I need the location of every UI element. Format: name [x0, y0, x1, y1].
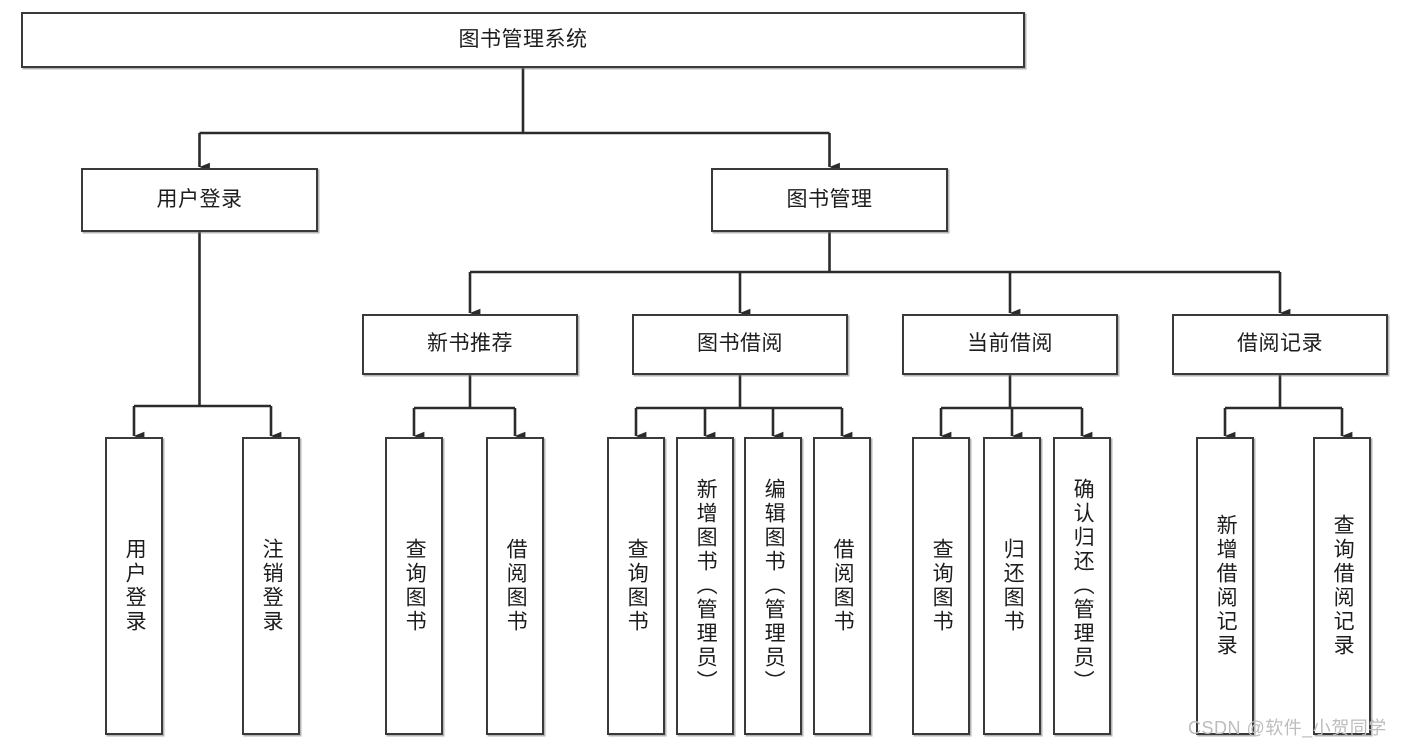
node-leaf-user-login[interactable]: 用户登录 [105, 437, 163, 735]
csdn-watermark: CSDN @软件_小贺同学 [1188, 718, 1387, 738]
node-label-leaf-query-record: 查询借阅记录 [1331, 514, 1355, 658]
node-label-borrow-record: 借阅记录 [1237, 332, 1323, 356]
node-label-leaf-add-book: 新增图书（管理员） [694, 478, 718, 694]
node-label-leaf-user-logout: 注销登录 [260, 538, 284, 634]
node-label-leaf-confirm-return: 确认归还（管理员） [1071, 478, 1095, 694]
node-label-leaf-query-book-2: 查询图书 [625, 538, 649, 634]
node-leaf-query-record[interactable]: 查询借阅记录 [1313, 437, 1371, 735]
node-label-leaf-query-book-3: 查询图书 [930, 538, 954, 634]
node-leaf-confirm-return[interactable]: 确认归还（管理员） [1053, 437, 1111, 735]
node-label-current-borrow: 当前借阅 [967, 332, 1053, 356]
node-new-book-rec[interactable]: 新书推荐 [362, 314, 578, 375]
node-label-leaf-query-book-1: 查询图书 [403, 538, 427, 634]
node-label-root: 图书管理系统 [458, 27, 588, 51]
node-label-leaf-user-login: 用户登录 [123, 538, 147, 634]
node-leaf-borrow-book-2[interactable]: 借阅图书 [813, 437, 871, 735]
node-root[interactable]: 图书管理系统 [21, 12, 1025, 68]
node-label-leaf-add-record: 新增借阅记录 [1214, 514, 1238, 658]
node-leaf-query-book-2[interactable]: 查询图书 [607, 437, 665, 735]
node-label-leaf-edit-book: 编辑图书（管理员） [762, 478, 786, 694]
node-leaf-edit-book[interactable]: 编辑图书（管理员） [744, 437, 802, 735]
node-leaf-add-record[interactable]: 新增借阅记录 [1196, 437, 1254, 735]
node-book-manage[interactable]: 图书管理 [711, 168, 948, 232]
node-label-new-book-rec: 新书推荐 [427, 332, 513, 356]
node-leaf-query-book-3[interactable]: 查询图书 [912, 437, 970, 735]
node-label-leaf-borrow-book-1: 借阅图书 [504, 538, 528, 634]
node-label-leaf-borrow-book-2: 借阅图书 [831, 538, 855, 634]
node-leaf-query-book-1[interactable]: 查询图书 [385, 437, 443, 735]
node-book-borrow[interactable]: 图书借阅 [632, 314, 848, 375]
node-label-book-manage: 图书管理 [786, 187, 873, 211]
node-user-login[interactable]: 用户登录 [81, 168, 318, 232]
node-current-borrow[interactable]: 当前借阅 [902, 314, 1118, 375]
node-leaf-user-logout[interactable]: 注销登录 [242, 437, 300, 735]
node-leaf-add-book[interactable]: 新增图书（管理员） [676, 437, 734, 735]
node-label-user-login: 用户登录 [156, 187, 243, 211]
connector-lines [132, 68, 1353, 441]
node-leaf-return-book[interactable]: 归还图书 [983, 437, 1041, 735]
node-label-book-borrow: 图书借阅 [697, 332, 783, 356]
node-borrow-record[interactable]: 借阅记录 [1172, 314, 1388, 375]
node-label-leaf-return-book: 归还图书 [1001, 538, 1025, 634]
node-leaf-borrow-book-1[interactable]: 借阅图书 [486, 437, 544, 735]
